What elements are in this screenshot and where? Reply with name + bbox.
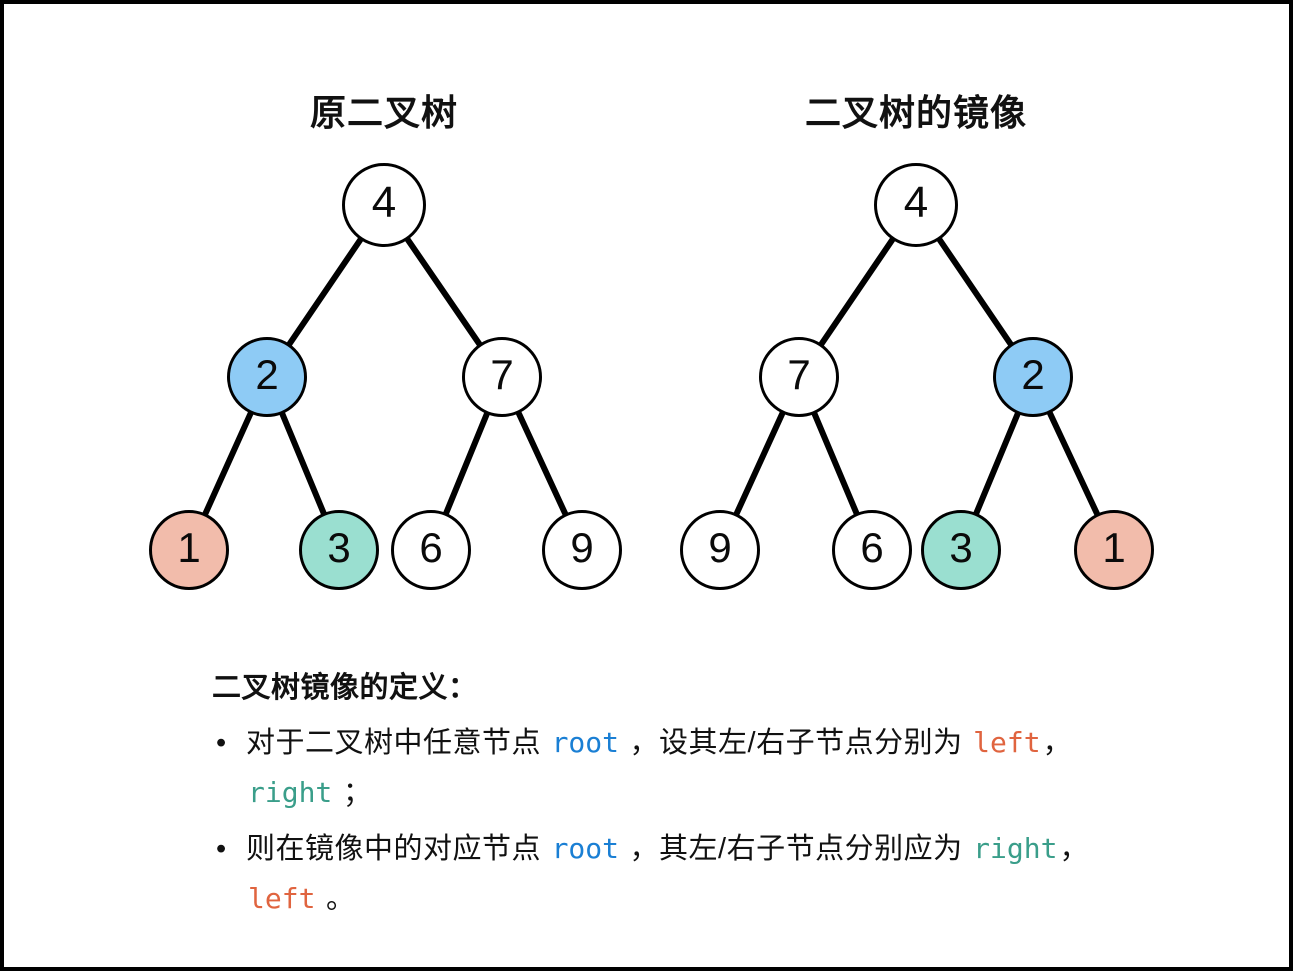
bullet2-token-right: right [973, 832, 1058, 865]
tree-edge-L-2-L-3 [264, 374, 342, 553]
tree-node-label: 3 [949, 524, 973, 571]
tree-node-L-3: 3 [299, 510, 379, 590]
tree-node-L-9: 9 [542, 510, 622, 590]
tree-edge-L-2-L-1 [186, 374, 270, 553]
tree-edge-R-7-R-9 [717, 374, 802, 553]
tree-node-L-2: 2 [227, 337, 307, 417]
tree-node-label: 1 [177, 524, 201, 571]
bullet1-separator: ， [1042, 727, 1073, 759]
tree-edge-R-7-R-6 [796, 374, 875, 553]
bullet-marker-icon: • [216, 727, 227, 759]
bullet1-middle: ，设其左/右子节点分别为 [621, 727, 972, 759]
definition-block: 二叉树镜像的定义： • 对于二叉树中任意节点 root ，设其左/右子节点分别为… [212, 664, 1142, 930]
tree-node-R-7: 7 [759, 337, 839, 417]
tree-node-R-9: 9 [680, 510, 760, 590]
tree-node-label: 6 [860, 524, 884, 571]
tree-edge-R-4-R-2 [913, 202, 1036, 380]
definition-bullet-1-text: 对于二叉树中任意节点 root ，设其左/右子节点分别为 left，right … [246, 718, 1142, 818]
tree-node-L-6: 6 [391, 510, 471, 590]
definition-bullet-1: • 对于二叉树中任意节点 root ，设其左/右子节点分别为 left， righ… [212, 718, 1142, 818]
bullet1-suffix: ； [334, 777, 373, 809]
bullet-marker-icon: • [216, 833, 227, 865]
tree-node-R-4: 4 [874, 163, 958, 247]
tree-node-L-4: 4 [342, 163, 426, 247]
bullet2-token-root: root [551, 832, 619, 865]
bullet2-separator: ， [1059, 833, 1089, 865]
tree-node-label: 2 [1021, 351, 1045, 398]
tree-node-L-1: 1 [149, 510, 229, 590]
bullet1-token-left: left [973, 726, 1041, 759]
definition-bullet-2-text: 则在镜像中的对应节点 root ，其左/右子节点分别应为 right，left … [246, 824, 1142, 924]
tree-node-label: 7 [490, 351, 514, 398]
bullet1-prefix: 对于二叉树中任意节点 [246, 727, 550, 759]
tree-node-label: 7 [787, 351, 811, 398]
tree-edge-R-2-R-3 [958, 374, 1036, 553]
tree-node-R-2: 2 [993, 337, 1073, 417]
definition-heading: 二叉树镜像的定义： [212, 672, 478, 704]
bullet2-suffix: 。 [317, 883, 356, 915]
bullet2-middle: ，其左/右子节点分别应为 [621, 833, 972, 865]
tree-node-label: 1 [1102, 524, 1126, 571]
tree-edge-L-7-L-6 [428, 374, 505, 553]
definition-bullet-2: • 则在镜像中的对应节点 root ，其左/右子节点分别应为 right， lef… [212, 824, 1142, 924]
tree-node-R-1: 1 [1074, 510, 1154, 590]
tree-edge-L-4-L-7 [381, 202, 505, 380]
tree-node-label: 3 [327, 524, 351, 571]
tree-edge-R-4-R-7 [796, 202, 919, 380]
tree-node-label: 4 [903, 178, 929, 227]
tree-node-L-7: 7 [462, 337, 542, 417]
original-tree-title: 原二叉树 [309, 92, 458, 133]
tree-edge-L-7-L-9 [499, 374, 585, 553]
tree-node-label: 6 [419, 524, 443, 571]
tree-edge-R-2-R-1 [1030, 374, 1117, 553]
tree-node-R-3: 3 [921, 510, 1001, 590]
tree-node-R-6: 6 [832, 510, 912, 590]
tree-node-label: 9 [570, 524, 594, 571]
bullet1-token-root: root [551, 726, 619, 759]
tree-node-label: 9 [708, 524, 732, 571]
tree-node-label: 2 [255, 351, 279, 398]
bullet2-token-left: left [248, 882, 316, 915]
bullet2-prefix: 则在镜像中的对应节点 [246, 833, 550, 865]
tree-edge-L-4-L-2 [264, 202, 387, 380]
tree-node-label: 4 [371, 178, 397, 227]
bullet1-token-right: right [248, 776, 333, 809]
mirror-tree-title: 二叉树的镜像 [804, 92, 1027, 133]
